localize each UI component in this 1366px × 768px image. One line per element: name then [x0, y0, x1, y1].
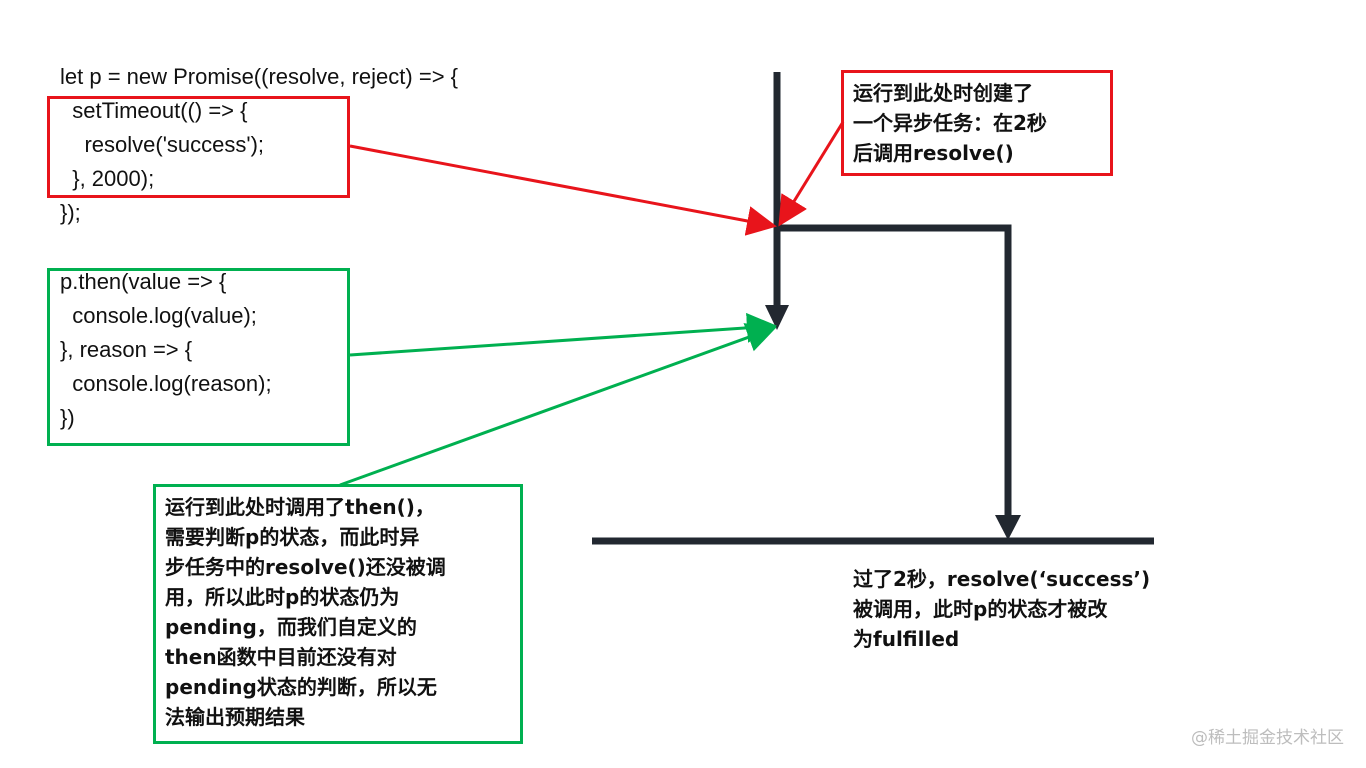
async-task-note-line: 运行到此处时创建了	[853, 81, 1033, 105]
code-line: }, 2000);	[60, 166, 155, 191]
code-line: console.log(value);	[60, 303, 257, 328]
async-task-note-line: 一个异步任务：在2秒	[853, 111, 1047, 135]
async-task-note-line: 后调用resolve()	[853, 141, 1014, 165]
then-called-note-line: 法输出预期结果	[165, 705, 305, 729]
after-2s-note-line: 为fulfilled	[853, 627, 960, 651]
async-branch-arrowhead	[995, 515, 1021, 540]
green-arrow-from-code	[349, 312, 777, 357]
watermark: @稀土掘金技术社区	[1191, 728, 1344, 748]
green-arrow-from-note	[339, 323, 777, 487]
then-highlight-box	[47, 268, 350, 446]
async-branch-path	[777, 224, 1012, 520]
code-line: let p = new Promise((resolve, reject) =>…	[60, 64, 458, 89]
then-called-note-line: 需要判断p的状态，而此时异	[165, 525, 420, 549]
after-2s-note-line: 被调用，此时p的状态才被改	[853, 597, 1108, 621]
then-called-note-line: then函数中目前还没有对	[165, 645, 397, 669]
then-called-note-line: 运行到此处时调用了then()，	[165, 495, 435, 519]
code-line: resolve('success');	[60, 132, 265, 157]
code-line: setTimeout(() => {	[60, 98, 248, 123]
then-called-note-box	[153, 484, 523, 744]
settimeout-highlight-box	[47, 96, 350, 198]
then-called-note-line: 用，所以此时p的状态仍为	[165, 585, 400, 609]
then-called-note-line: pending状态的判断，所以无	[165, 675, 437, 699]
main-timeline-arrowhead	[765, 305, 789, 330]
code-line: p.then(value => {	[60, 269, 227, 294]
then-called-note-line: pending，而我们自定义的	[165, 615, 417, 639]
red-arrow-from-note	[778, 121, 845, 227]
async-task-note-box	[841, 70, 1113, 176]
code-line: });	[60, 200, 81, 225]
code-line: }, reason => {	[60, 337, 193, 362]
after-2s-note-line: 过了2秒，resolve(‘success’)	[853, 567, 1151, 591]
red-arrow-from-code	[349, 144, 777, 236]
code-line: console.log(reason);	[60, 371, 272, 396]
then-called-note-line: 步任务中的resolve()还没被调	[165, 555, 446, 579]
code-line: })	[60, 405, 75, 430]
